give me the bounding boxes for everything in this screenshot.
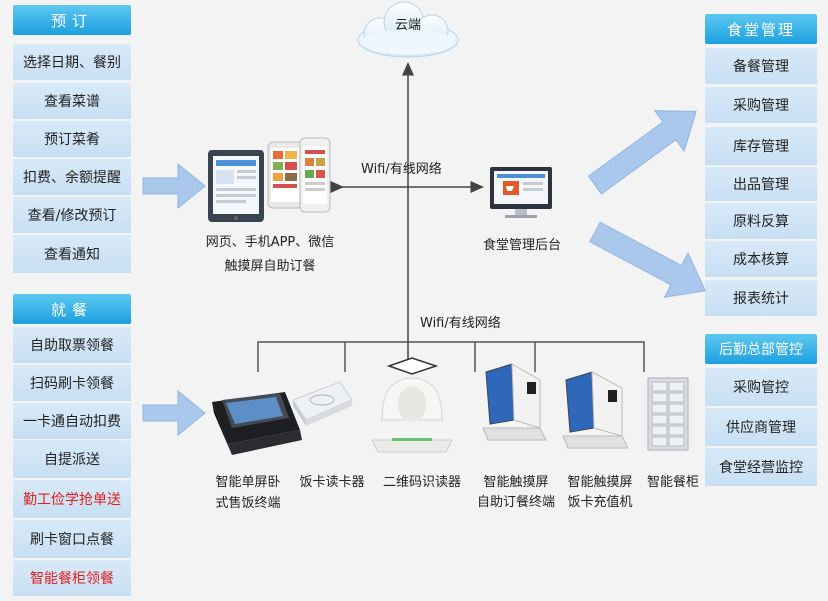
booking-item-modify[interactable]: 查看/修改预订 — [13, 197, 131, 233]
hq-item-supplier[interactable]: 供应商管理 — [705, 408, 817, 446]
panel-booking: 预订 选择日期、餐别 查看菜谱 预订菜肴 扣费、余额提醒 查看/修改预订 查看通… — [13, 5, 131, 273]
device-kiosk-label-2: 自助订餐终端 — [476, 495, 555, 510]
backend-label: 食堂管理后台 — [482, 238, 561, 253]
canteen-item-material[interactable]: 原料反算 — [705, 203, 817, 239]
arrow-backend-to-hq — [589, 221, 707, 298]
dining-item-workstudy[interactable]: 勤工俭学抢单送 — [13, 480, 131, 518]
wifi-label-top: Wifi/有线网络 — [361, 162, 442, 177]
panel-hq-control: 后勤总部管控 采购管控 供应商管理 食堂经营监控 — [705, 334, 817, 486]
arrow-dining-to-devices — [142, 389, 206, 437]
device-reader-label: 饭卡读卡器 — [299, 475, 365, 490]
wifi-label-bottom: Wifi/有线网络 — [420, 316, 501, 331]
device-recharge-label-2: 饭卡充值机 — [567, 495, 633, 510]
booking-item-charge[interactable]: 扣费、余额提醒 — [13, 159, 131, 195]
ordering-label-2: 触摸屏自助订餐 — [224, 259, 316, 274]
canteen-item-cost[interactable]: 成本核算 — [705, 241, 817, 277]
dining-item-window[interactable]: 刷卡窗口点餐 — [13, 520, 131, 558]
device-pos-label-1: 智能单屏卧 — [215, 475, 281, 490]
dining-item-card[interactable]: 一卡通自动扣费 — [13, 403, 131, 439]
device-locker-label: 智能餐柜 — [646, 475, 699, 490]
booking-item-date[interactable]: 选择日期、餐别 — [13, 44, 131, 80]
device-bus — [257, 341, 645, 372]
canteen-item-inventory[interactable]: 库存管理 — [705, 127, 817, 165]
arrow-booking-to-ordering — [142, 162, 206, 210]
device-qr-label: 二维码识读器 — [382, 475, 461, 490]
hq-item-monitor[interactable]: 食堂经营监控 — [705, 448, 817, 486]
canteen-item-purchase[interactable]: 采购管理 — [705, 87, 817, 123]
booking-item-order[interactable]: 预订菜肴 — [13, 121, 131, 157]
hq-item-purchase[interactable]: 采购管控 — [705, 368, 817, 406]
booking-item-menu[interactable]: 查看菜谱 — [13, 83, 131, 119]
dining-item-cabinet[interactable]: 智能餐柜领餐 — [13, 560, 131, 596]
cloud-label: 云端 — [394, 18, 421, 33]
canteen-item-output[interactable]: 出品管理 — [705, 167, 817, 201]
booking-item-notice[interactable]: 查看通知 — [13, 235, 131, 273]
device-recharge-label-1: 智能触摸屏 — [567, 475, 633, 490]
panel-hq-header: 后勤总部管控 — [705, 334, 817, 364]
dining-item-pickup[interactable]: 自提派送 — [13, 440, 131, 478]
device-kiosk-label-1: 智能触摸屏 — [483, 475, 549, 490]
arrow-backend-to-canteen — [587, 110, 697, 195]
device-pos-label-2: 式售饭终端 — [215, 496, 281, 511]
dining-item-scan[interactable]: 扫码刷卡领餐 — [13, 365, 131, 401]
panel-booking-header: 预订 — [13, 5, 131, 35]
panel-dining-header: 就餐 — [13, 294, 131, 324]
panel-dining: 就餐 自助取票领餐 扫码刷卡领餐 一卡通自动扣费 自提派送 勤工俭学抢单送 刷卡… — [13, 294, 131, 596]
canteen-item-report[interactable]: 报表统计 — [705, 280, 817, 316]
canteen-item-prep[interactable]: 备餐管理 — [705, 48, 817, 84]
panel-canteen-mgmt: 食堂管理 备餐管理 采购管理 库存管理 出品管理 原料反算 成本核算 报表统计 — [705, 14, 817, 316]
ordering-label-1: 网页、手机APP、微信 — [205, 235, 335, 250]
panel-canteen-header: 食堂管理 — [705, 14, 817, 44]
dining-item-ticket[interactable]: 自助取票领餐 — [13, 327, 131, 363]
